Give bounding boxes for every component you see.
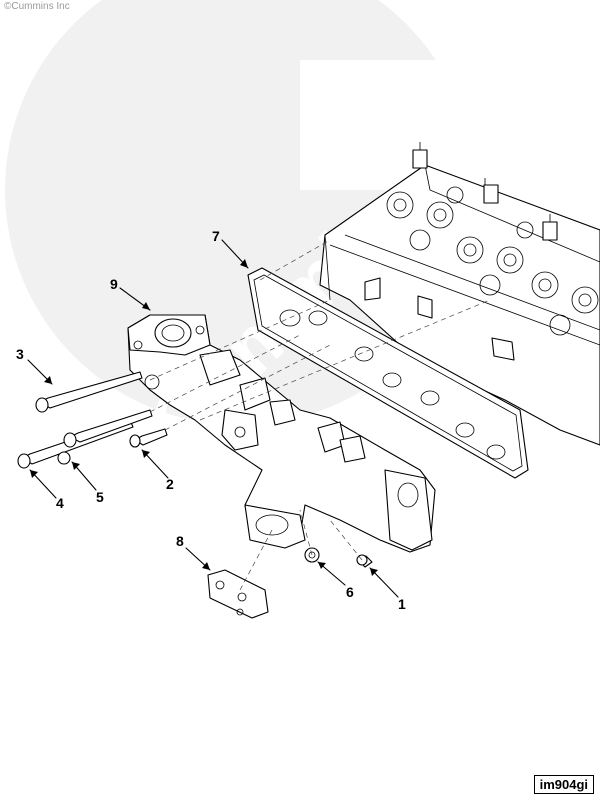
spacer-5 <box>57 409 153 465</box>
exhaust-manifold <box>127 314 436 553</box>
callout-8: 8 <box>176 533 184 549</box>
callout-2: 2 <box>166 476 174 492</box>
callout-7: 7 <box>212 228 220 244</box>
capscrew-short-2 <box>129 428 168 448</box>
capscrew-1 <box>356 554 373 568</box>
figure-id-label: im904gi <box>533 775 594 794</box>
copyright-notice: ©Cummins Inc <box>4 1 70 12</box>
callout-4: 4 <box>56 495 64 511</box>
callout-6: 6 <box>346 584 354 600</box>
callout-1: 1 <box>398 596 406 612</box>
callout-5: 5 <box>96 489 104 505</box>
cylinder-head-drawing <box>319 142 600 446</box>
leader-arrows <box>27 239 399 598</box>
bracket-8 <box>207 569 269 619</box>
capscrew-long-3 <box>35 371 143 413</box>
alignment-lines <box>149 239 491 591</box>
exhaust-manifold-gasket <box>247 267 529 479</box>
callout-3: 3 <box>16 346 24 362</box>
callout-9: 9 <box>110 276 118 292</box>
